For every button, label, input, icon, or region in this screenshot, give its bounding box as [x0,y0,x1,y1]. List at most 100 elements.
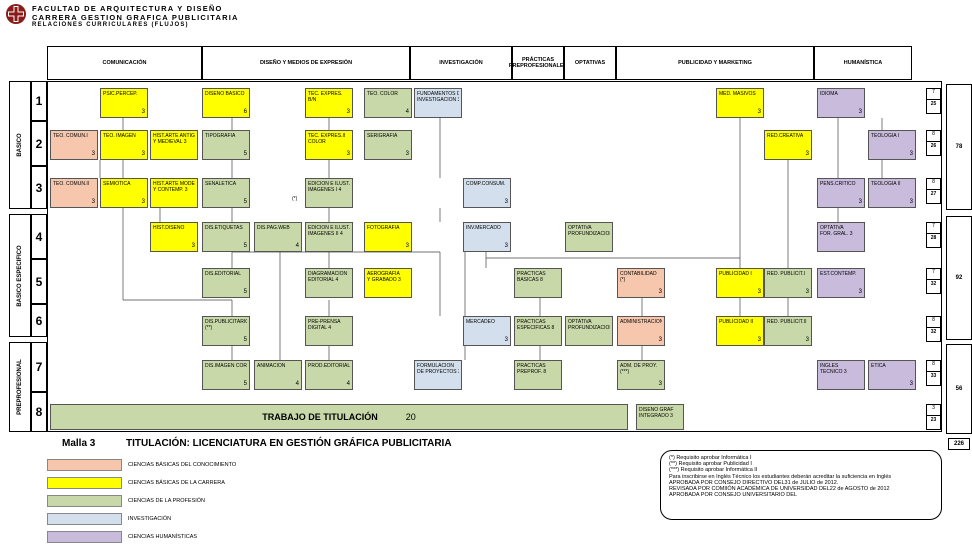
course-psic-percep: PSIC.PERCEP.3 [100,88,148,118]
block-total: 78 [946,84,972,210]
block-total: 92 [946,216,972,340]
legend-swatch [47,531,122,543]
col-investigacion: INVESTIGACIÓN [410,46,512,80]
degree-title: TITULACIÓN: LICENCIATURA EN GESTIÓN GRÁF… [126,438,452,449]
legend-label: INVESTIGACIÓN [128,516,172,522]
block-total: 56 [946,344,972,434]
legend-label: CIENCIAS DE LA PROFESIÓN [128,498,206,504]
course-dis-publicitario: DIS.PUBLICITARIO(**)5 [202,316,250,346]
course-fundamentos-investigacion: FUNDAMENTOS DEINVESTIGACIÓN 3 [414,88,462,118]
notes-box: (*) Requisito aprobar Informática I (**)… [660,450,942,520]
course-est-contemp: EST.CONTEMP.3 [817,268,865,298]
legend-label: CIENCIAS BÁSICAS DEL CONOCIMIENTO [128,462,237,468]
doc-subtitle: RELACIONES CURRICULARES (FLUJOS) [32,22,189,28]
faculty-name: FACULTAD DE ARQUITECTURA Y DISEÑO [32,4,223,13]
row-number: 7 [31,342,47,392]
prereq-marker: (*) [292,196,298,202]
col-optativas: OPTATIVAS [564,46,616,80]
row-number: 8 [31,392,47,432]
curriculum-grid [47,81,942,432]
note-line: APROBADA POR CONSEJO UNIVERSITARIO DEL [669,492,797,499]
legend-swatch [47,459,122,471]
col-diseno: DISEÑO Y MEDIOS DE EXPRESIÓN [202,46,410,80]
note-line: APROBADA POR CONSEJO DIRECTIVO DEL31 de … [669,479,839,486]
col-comunicacion: COMUNICACIÓN [47,46,202,80]
course-comp-consum: COMP.CONSUM.3 [463,178,511,208]
col-publicidad: PUBLICIDAD Y MARKETING [616,46,814,80]
university-cross-logo [6,4,26,24]
block-preprofesional: PREPROFESIONAL [9,342,31,432]
course-dis-imagen-corp: DIS.IMAGEN CORP.5 [202,360,250,390]
row-number: 6 [31,304,47,337]
note-line: REVISADA POR COMIIÓN ACADÉMICA DE UNIVER… [669,486,890,493]
malla-label: Malla 3 [62,438,96,449]
course-hist-arte-antiguo: HIST.ARTE ANTIGUOY MEDIEVAL 3 [150,130,198,160]
block-basico: BASICO [9,81,31,209]
row-number: 1 [31,81,47,121]
note-line: (**) Requisito aprobar Publicidad I [669,461,752,468]
legend-label: CIENCIAS BÁSICAS DE LA CARRERA [128,480,225,486]
course-contabilidad: CONTABILIDAD(*)3 [617,268,665,298]
career-name: CARRERA GESTION GRAFICA PUBLICITARIA [32,13,239,22]
row-number: 2 [31,121,47,166]
col-practicas: PRÁCTICAS PREPROFESIONALES [509,46,567,80]
course-edicion-ilust-1: EDICION E ILUST.IMÁGENES I 4 [305,178,353,208]
course-hist-arte-moderno: HIST.ARTE MODERNOY CONTEMP. 3 [150,178,198,208]
block-basico-especifico: BASICO ESPECIFICO [9,214,31,337]
legend-swatch [47,495,122,507]
legend-swatch [47,477,122,489]
col-humanistica: HUMANÍSTICA [814,46,912,80]
legend-swatch [47,513,122,525]
course-edicion-ilust-2: EDICION E ILUST.IMÁGENES II 4 [305,222,353,252]
grand-total: 226 [948,438,970,450]
note-line: Para inscribirse en Inglés Técnico los e… [669,473,892,480]
row-number: 5 [31,259,47,304]
